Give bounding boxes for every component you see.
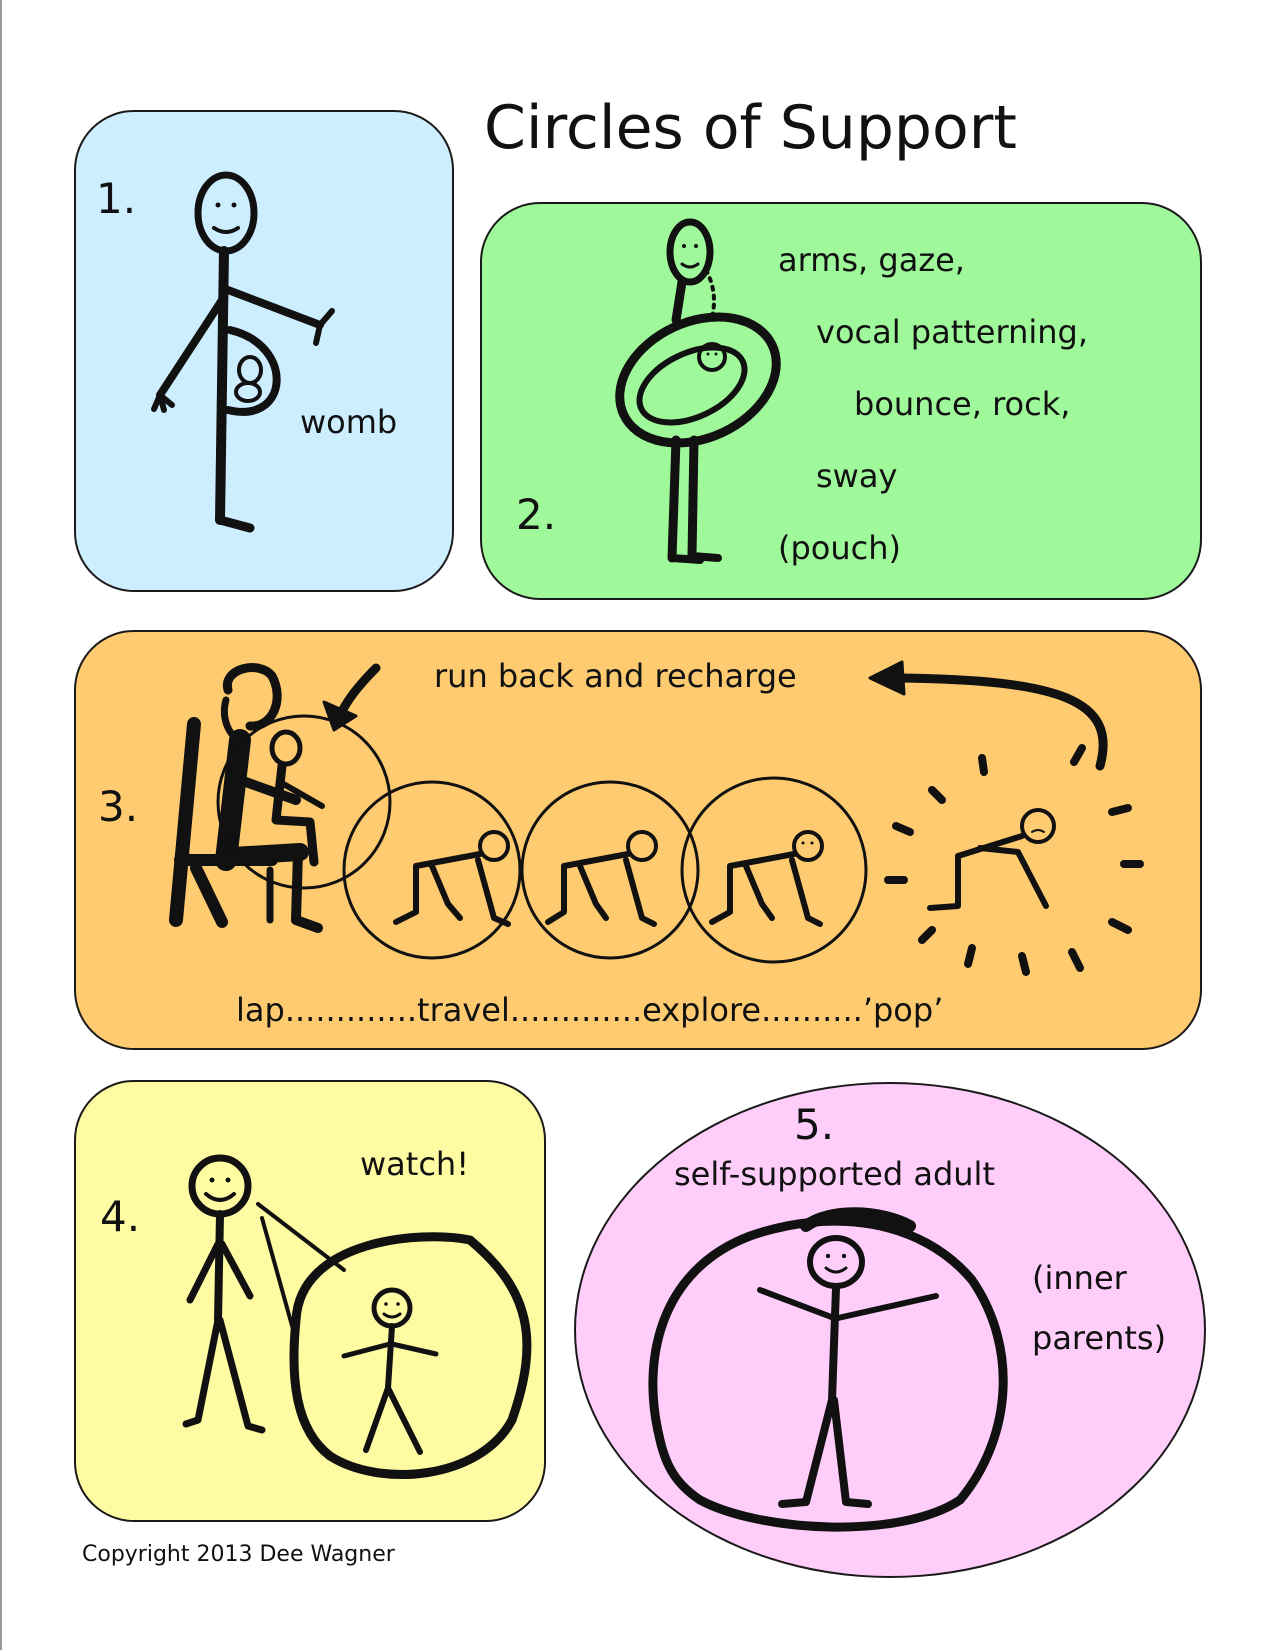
watching-adult-icon	[182, 1154, 346, 1434]
bubble-circles	[216, 714, 868, 964]
panel-5-label-adult: self-supported adult	[674, 1155, 995, 1193]
crawling-child-icon	[709, 830, 824, 927]
crawling-child-icon	[545, 830, 658, 927]
panel-4-label-watch: watch!	[360, 1145, 470, 1183]
self-supported-adult-icon	[648, 1207, 1008, 1532]
pregnant-figure-icon	[151, 171, 335, 533]
panel-2-label-2: vocal patterning,	[816, 313, 1089, 351]
crawling-child-icon	[393, 830, 511, 927]
panel-5-adult	[574, 1082, 1206, 1578]
popped-child-icon	[884, 744, 1144, 976]
parent-holding-baby-icon	[615, 218, 781, 564]
recharge-arrow-icon	[322, 663, 381, 732]
panel-2-label-1: arms, gaze,	[778, 241, 965, 279]
panel-2-label-5: (pouch)	[778, 529, 902, 567]
page-edge	[0, 0, 2, 1650]
panel-4-number: 4.	[100, 1192, 141, 1241]
panel-2-pouch	[480, 202, 1202, 600]
panel-5-label-inner: (inner	[1032, 1259, 1127, 1297]
return-arrow-icon	[868, 660, 1108, 771]
panel-3-label-sequence: lap.............travel.............explo…	[236, 991, 944, 1029]
copyright: Copyright 2013 Dee Wagner	[82, 1542, 395, 1567]
panel-5-number: 5.	[794, 1100, 835, 1149]
panel-3-label-recharge: run back and recharge	[434, 657, 797, 695]
panel-3-number: 3.	[98, 782, 139, 831]
panel-1-number: 1.	[96, 174, 137, 223]
panel-2-number: 2.	[516, 490, 557, 539]
burst-marks	[884, 744, 1144, 976]
seated-parent-with-child-icon	[169, 663, 325, 933]
page-title: Circles of Support	[484, 93, 1017, 163]
panel-1-label-womb: womb	[300, 403, 398, 441]
panel-5-label-parents: parents)	[1032, 1319, 1167, 1357]
panel-2-label-3: bounce, rock,	[854, 385, 1071, 423]
watched-child-bubble	[289, 1232, 532, 1479]
panel-4-watch	[74, 1080, 546, 1522]
panel-2-label-4: sway	[816, 457, 898, 495]
